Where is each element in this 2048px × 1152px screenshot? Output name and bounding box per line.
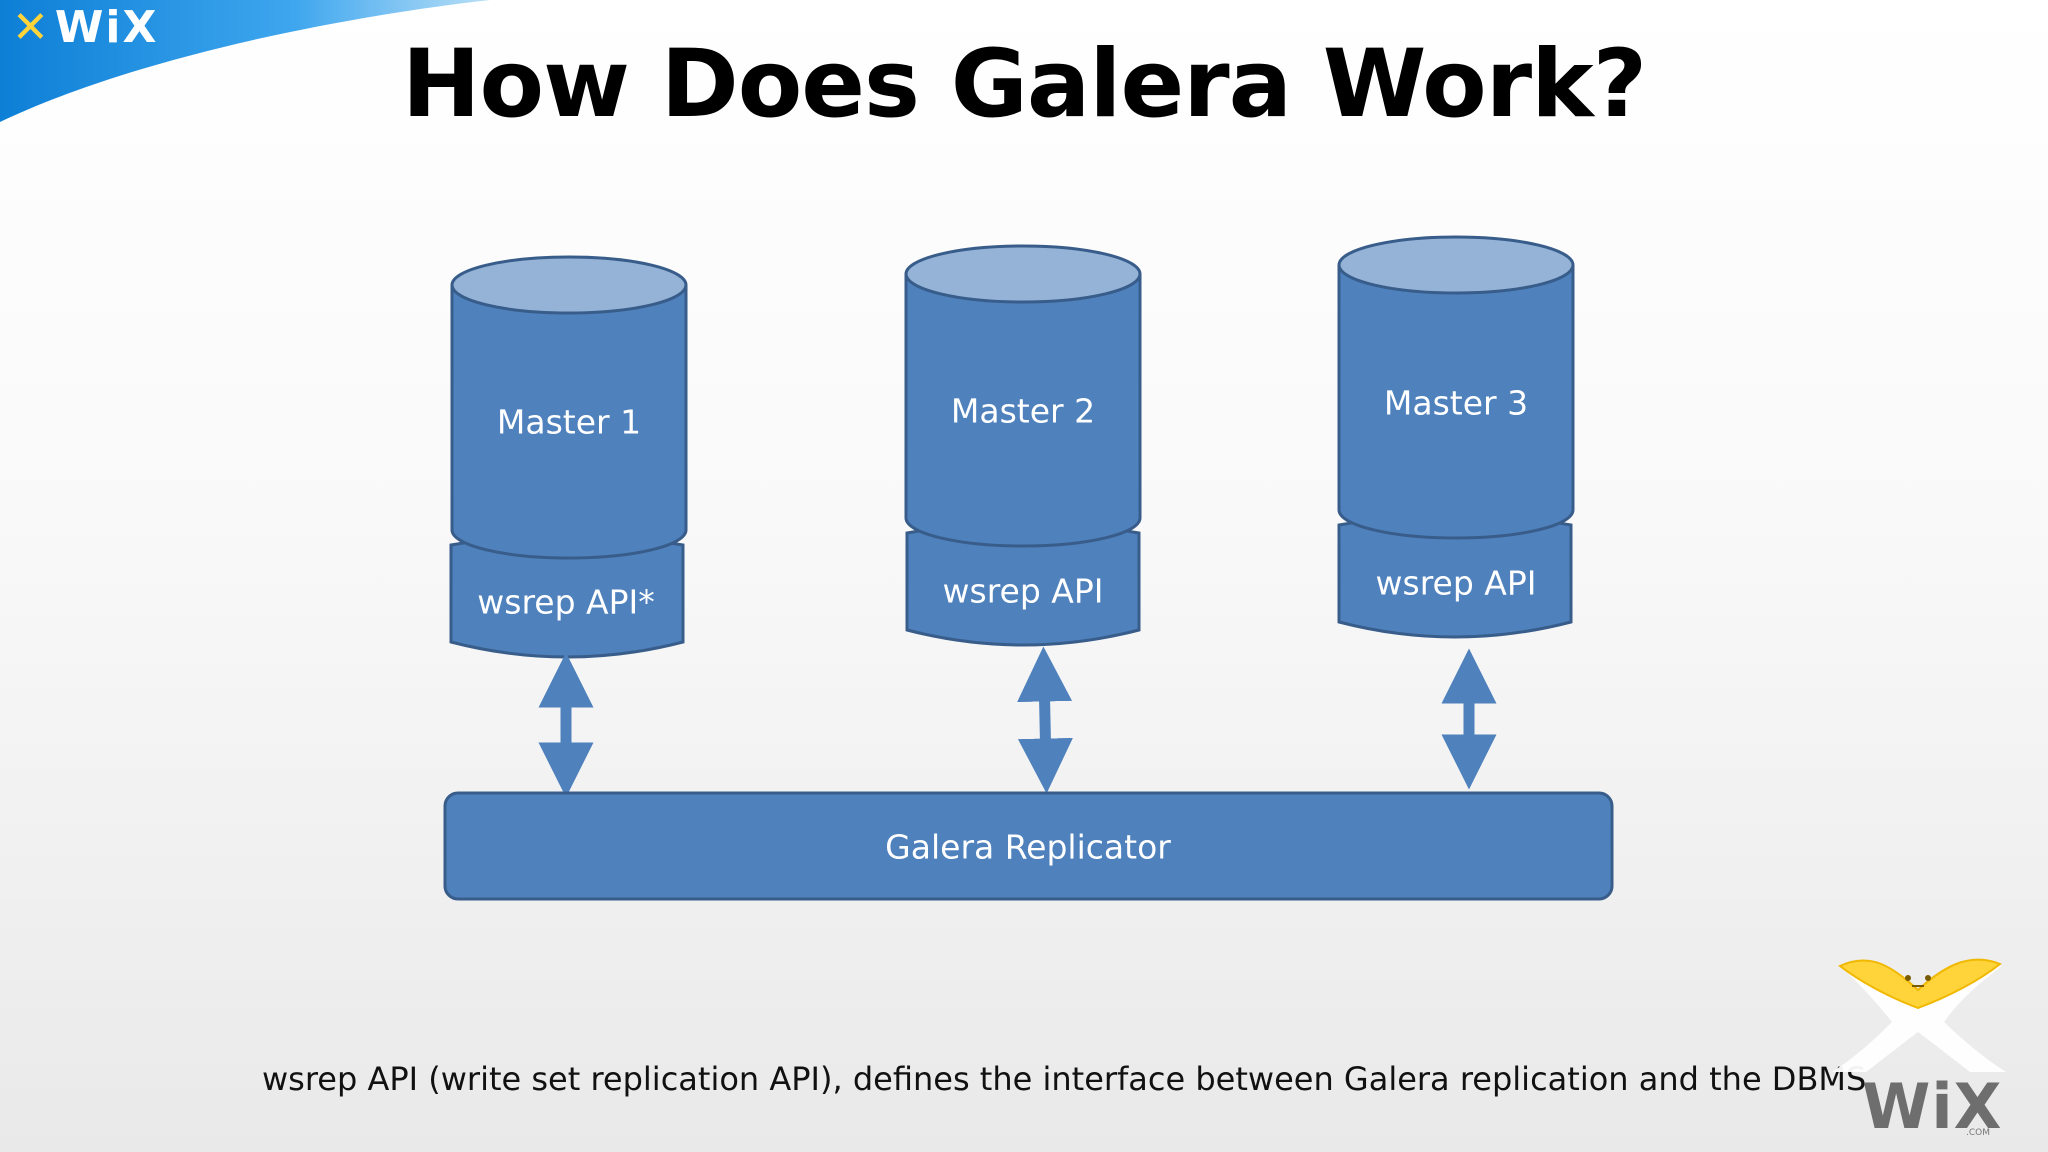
master-2-node	[904, 244, 1142, 794]
master-1-label: Master 1	[496, 402, 642, 442]
double-arrow-icon	[1017, 646, 1073, 794]
master-1-api-label: wsrep API*	[477, 582, 655, 622]
top-banner	[0, 0, 490, 122]
corner-logo-text: WiX	[1862, 1070, 2003, 1143]
page-title: How Does Galera Work?	[401, 30, 1647, 139]
master-1-node	[449, 255, 688, 798]
master-3-node	[1337, 235, 1575, 790]
wix-x-mark: ✕	[12, 2, 51, 53]
footnote: wsrep API (write set replication API), d…	[262, 1060, 1867, 1098]
corner-logo-subtext: .COM	[1966, 1128, 1990, 1138]
master-1-cylinder	[450, 285, 688, 560]
wix-logo-icon	[1832, 958, 2006, 1072]
master-3-cylinder	[1337, 265, 1575, 540]
master-3-cylinder-top	[1337, 235, 1575, 295]
header-logo-text: WiX	[54, 2, 159, 53]
master-2-cylinder	[904, 274, 1142, 548]
master-2-api-label: wsrep API	[942, 571, 1104, 611]
master-2-label: Master 2	[950, 391, 1096, 431]
master-3-api-label: wsrep API	[1375, 563, 1537, 603]
galera-replicator-bar	[443, 791, 1614, 901]
wix-logo-icon: ✕WiX	[12, 2, 158, 53]
master-1-cylinder-top	[450, 255, 688, 315]
master-3-label: Master 3	[1383, 383, 1529, 423]
galera-replicator-label: Galera Replicator	[885, 827, 1171, 867]
master-2-cylinder-top	[904, 244, 1142, 304]
